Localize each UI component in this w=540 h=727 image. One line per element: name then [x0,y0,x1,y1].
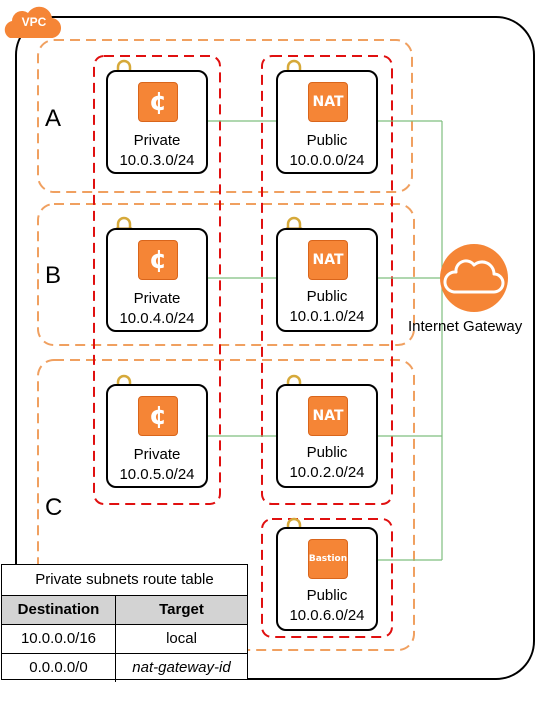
subnet-public-c: NAT Public 10.0.2.0/24 [276,384,378,488]
nat-gateway-icon: NAT [308,396,348,436]
nat-gateway-icon: NAT [308,82,348,122]
bastion-icon: Bastion [308,539,348,579]
header-target: Target [159,601,204,618]
subnet-public-bastion: Bastion Public 10.0.6.0/24 [276,527,378,631]
subnet-kind: Public [306,587,348,604]
az-label-b: B [45,262,62,289]
private-security-group [93,55,221,505]
subnet-cidr: 10.0.2.0/24 [289,464,365,481]
az-label-c: C [45,494,63,521]
instance-icon: ¢ [138,396,178,436]
table-row: 0.0.0.0/0 nat-gateway-id [2,653,247,682]
route-destination: 10.0.0.0/16 [2,625,116,653]
route-target: local [166,630,197,647]
subnet-cidr: 10.0.3.0/24 [119,152,195,169]
subnet-kind: Public [306,444,348,461]
subnet-cidr: 10.0.4.0/24 [119,310,195,327]
private-route-table: Private subnets route table Destination … [1,564,248,682]
subnet-public-b: NAT Public 10.0.1.0/24 [276,228,378,332]
subnet-cidr: 10.0.1.0/24 [289,308,365,325]
internet-gateway-label: Internet Gateway [408,318,523,335]
subnet-kind: Private [133,132,181,149]
route-target: nat-gateway-id [132,659,231,676]
az-b-box [37,203,415,346]
vpc-cloud-icon [4,6,62,39]
subnet-cidr: 10.0.5.0/24 [119,466,195,483]
subnet-cidr: 10.0.0.0/24 [289,152,365,169]
subnet-private-a: ¢ Private 10.0.3.0/24 [106,70,208,174]
subnet-cidr: 10.0.6.0/24 [289,607,365,624]
bastion-security-group [261,518,393,638]
connectors [208,120,443,561]
route-table-header-row: Destination Target [2,595,247,624]
instance-icon: ¢ [138,240,178,280]
internet-gateway-icon [440,244,508,312]
route-destination: 0.0.0.0/0 [2,654,116,682]
subnet-kind: Private [133,446,181,463]
nat-security-group [261,55,393,505]
subnet-kind: Private [133,290,181,307]
subnet-kind: Public [306,288,348,305]
nat-gateway-icon: NAT [308,240,348,280]
table-row: 10.0.0.0/16 local [2,624,247,653]
vpc-label: VPC [21,15,47,29]
subnet-public-a: NAT Public 10.0.0.0/24 [276,70,378,174]
vpc-boundary [15,16,535,680]
subnet-kind: Public [306,132,348,149]
az-label-a: A [45,105,62,132]
header-destination: Destination [2,596,116,624]
instance-icon: ¢ [138,82,178,122]
subnet-private-c: ¢ Private 10.0.5.0/24 [106,384,208,488]
subnet-private-b: ¢ Private 10.0.4.0/24 [106,228,208,332]
route-table-title: Private subnets route table [35,571,214,588]
